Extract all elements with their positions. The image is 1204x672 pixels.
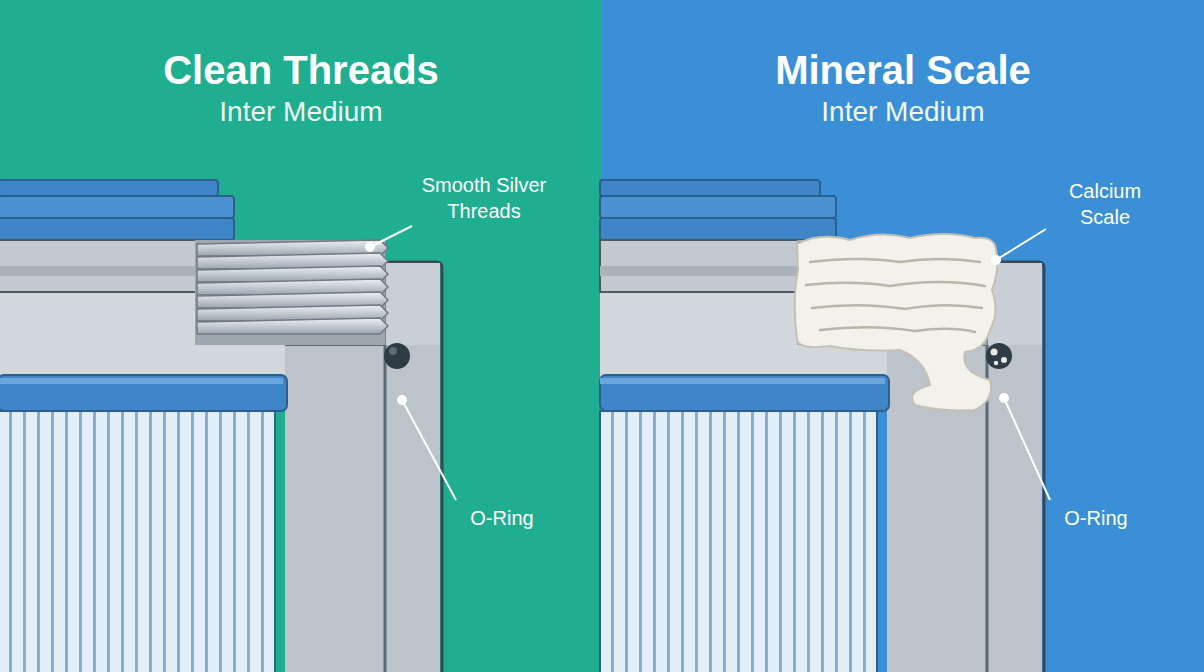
panel-subheading: Inter Medium xyxy=(0,95,602,129)
callout-label: O-Ring xyxy=(1056,505,1136,531)
filter-housing xyxy=(600,180,1044,672)
leader-lines xyxy=(366,226,1050,500)
threads xyxy=(195,240,410,369)
calcium-scale xyxy=(795,234,1012,410)
callout-label: Smooth Silver Threads xyxy=(414,172,554,224)
panel-subheading: Inter Medium xyxy=(602,95,1204,129)
panel: Clean ThreadsInter Medium xyxy=(0,0,602,672)
panel-heading: Mineral Scale xyxy=(602,47,1204,93)
filter-housing xyxy=(0,180,442,672)
panel: Mineral ScaleInter Medium xyxy=(602,0,1204,672)
callout-label: Calcium Scale xyxy=(1050,178,1160,230)
panel-heading: Clean Threads xyxy=(0,47,602,93)
callout-label: O-Ring xyxy=(462,505,542,531)
